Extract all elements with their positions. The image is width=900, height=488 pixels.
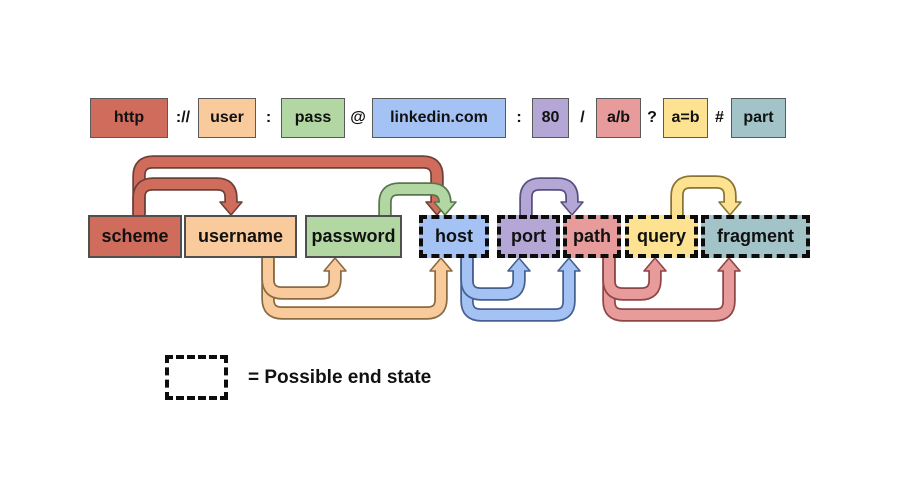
url-token-http: http bbox=[90, 98, 168, 138]
legend-label: = Possible end state bbox=[248, 366, 432, 388]
transition-arrow-scheme-username bbox=[132, 177, 243, 216]
url-separator: : bbox=[265, 109, 272, 126]
transition-arrow-query-fragment bbox=[670, 175, 742, 216]
url-separator: ? bbox=[647, 109, 657, 126]
state-box-scheme: scheme bbox=[88, 215, 182, 258]
state-box-path: path bbox=[563, 215, 621, 258]
url-token-user: user bbox=[198, 98, 256, 138]
url-token-a/b: a/b bbox=[596, 98, 641, 138]
url-separator: @ bbox=[350, 109, 366, 126]
state-box-username: username bbox=[184, 215, 297, 258]
end-state-swatch bbox=[165, 355, 228, 400]
state-box-query: query bbox=[625, 215, 698, 258]
url-separator: # bbox=[715, 109, 724, 126]
url-token-linkedin.com: linkedin.com bbox=[372, 98, 506, 138]
url-separator: : bbox=[516, 109, 522, 126]
state-box-password: password bbox=[305, 215, 402, 258]
state-box-port: port bbox=[497, 215, 560, 258]
url-token-pass: pass bbox=[281, 98, 345, 138]
state-box-fragment: fragment bbox=[701, 215, 810, 258]
url-separator: / bbox=[580, 109, 585, 126]
transition-arrow-host-path bbox=[460, 257, 581, 322]
state-box-host: host bbox=[419, 215, 489, 258]
transition-arrow-path-fragment bbox=[602, 257, 741, 322]
url-token-part: part bbox=[731, 98, 786, 138]
transition-arrow-path-query bbox=[602, 257, 667, 301]
url-separator: :// bbox=[175, 109, 191, 126]
transition-arrow-port-path bbox=[519, 177, 584, 216]
transition-arrow-username-host bbox=[261, 257, 453, 320]
transition-arrow-host-port bbox=[460, 257, 531, 301]
legend: = Possible end state bbox=[165, 355, 431, 400]
url-token-a=b: a=b bbox=[663, 98, 708, 138]
transition-arrow-scheme-host bbox=[132, 155, 449, 216]
transition-arrow-password-host bbox=[378, 182, 457, 216]
transition-arrow-username-password bbox=[261, 257, 347, 300]
url-token-80: 80 bbox=[532, 98, 569, 138]
